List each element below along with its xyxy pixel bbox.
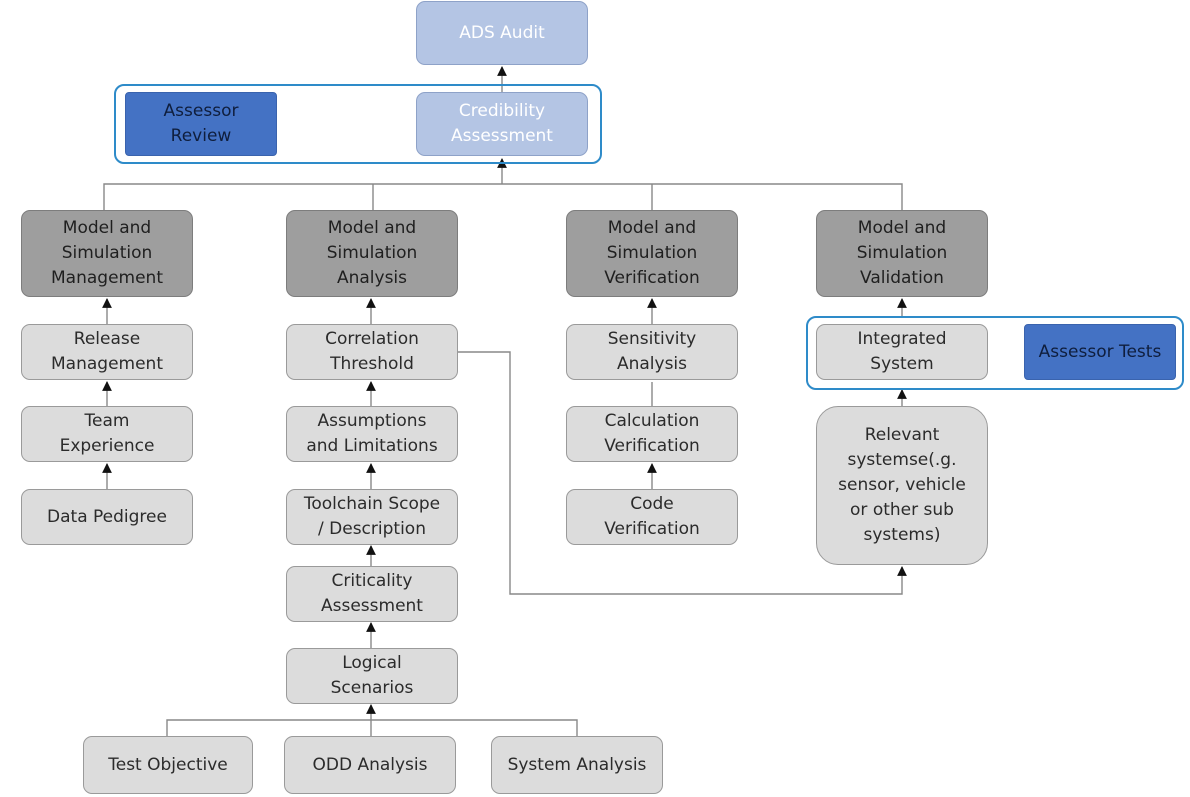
toolchain-scope-node: Toolchain Scope / Description	[286, 489, 458, 545]
assessor-review-group	[114, 84, 602, 164]
assumptions-limitations-node: Assumptions and Limitations	[286, 406, 458, 462]
assessor-tests-group	[806, 316, 1184, 390]
ads-audit-node: ADS Audit	[416, 1, 588, 65]
correlation-threshold-node: Correlation Threshold	[286, 324, 458, 380]
assessor-tests-node: Assessor Tests	[1024, 324, 1176, 380]
logical-scenarios-node: Logical Scenarios	[286, 648, 458, 704]
release-management-node: Release Management	[21, 324, 193, 380]
odd-analysis-node: ODD Analysis	[284, 736, 456, 794]
team-experience-node: Team Experience	[21, 406, 193, 462]
relevant-systems-node: Relevant systemse(.g. sensor, vehicle or…	[816, 406, 988, 565]
pillar-bus	[103, 183, 903, 210]
bottom-bus	[166, 719, 578, 736]
ms-validation-node: Model and Simulation Validation	[816, 210, 988, 297]
data-pedigree-node: Data Pedigree	[21, 489, 193, 545]
ms-management-node: Model and Simulation Management	[21, 210, 193, 297]
code-verification-node: Code Verification	[566, 489, 738, 545]
criticality-assessment-node: Criticality Assessment	[286, 566, 458, 622]
ms-analysis-node: Model and Simulation Analysis	[286, 210, 458, 297]
arrow-correlation-to-relevant-systems	[458, 351, 907, 595]
system-analysis-node: System Analysis	[491, 736, 663, 794]
sensitivity-analysis-node: Sensitivity Analysis	[566, 324, 738, 380]
calculation-verification-node: Calculation Verification	[566, 406, 738, 462]
assessor-review-node: Assessor Review	[125, 92, 277, 156]
ms-verification-node: Model and Simulation Verification	[566, 210, 738, 297]
integrated-system-node: Integrated System	[816, 324, 988, 380]
credibility-assessment-node: Credibility Assessment	[416, 92, 588, 156]
test-objective-node: Test Objective	[83, 736, 253, 794]
